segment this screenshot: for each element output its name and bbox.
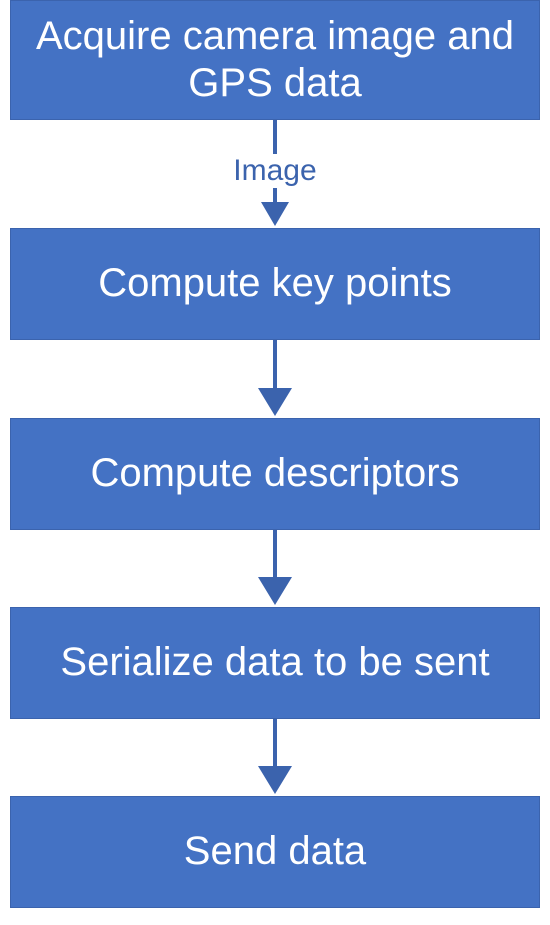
connector-arrow-3 bbox=[258, 530, 292, 605]
edge-label-image: Image bbox=[175, 154, 375, 188]
step-serialize-label: Serialize data to be sent bbox=[60, 640, 490, 685]
step-serialize-box: Serialize data to be sent bbox=[10, 607, 540, 719]
step-compute-descriptors-box: Compute descriptors bbox=[10, 418, 540, 530]
connector-arrow-4 bbox=[258, 719, 292, 794]
connector-arrow-2 bbox=[258, 340, 292, 416]
step-compute-keypoints-label: Compute key points bbox=[98, 261, 452, 306]
step-send-box: Send data bbox=[10, 796, 540, 908]
step-acquire-box: Acquire camera image and GPS data bbox=[10, 0, 540, 120]
step-send-label: Send data bbox=[183, 829, 367, 874]
step-acquire-label: Acquire camera image and GPS data bbox=[35, 13, 515, 105]
step-compute-keypoints-box: Compute key points bbox=[10, 228, 540, 340]
step-compute-descriptors-label: Compute descriptors bbox=[90, 451, 460, 496]
